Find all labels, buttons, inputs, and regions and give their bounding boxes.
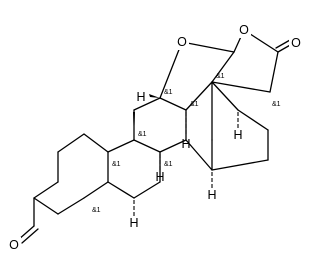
ring-a	[33, 133, 109, 227]
stereo-label-c13: &1	[216, 73, 225, 80]
stereo-label-c8: &1	[190, 101, 199, 108]
stereo-label-c5: &1	[92, 207, 101, 214]
atom-h-c11: H	[136, 90, 145, 104]
atom-h-c13: H	[233, 128, 242, 142]
stereo-label-c11: &1	[164, 89, 173, 96]
atom-o-lactone-carbonyl: O	[291, 36, 301, 50]
stereo-bonds	[133, 94, 239, 216]
atom-h-c9: H	[129, 216, 138, 230]
ring-d	[185, 81, 269, 171]
atom-o-bridge: O	[177, 35, 187, 49]
atom-h-c8: H	[155, 170, 164, 184]
stereo-label-c17: &1	[272, 101, 281, 108]
stereo-label-c10: &1	[112, 161, 121, 168]
atom-o-ketone: O	[9, 238, 19, 252]
stereo-label-c9: &1	[138, 131, 147, 138]
stereo-labels: &1 &1 &1 &1 &1 &1 &1 &1	[92, 73, 281, 214]
ring-b	[107, 139, 161, 199]
atom-h-c5: H	[207, 188, 216, 202]
atom-h-c14: H	[181, 137, 190, 151]
atom-o-lactone: O	[239, 23, 249, 37]
atom-labels: O O O O	[7, 22, 303, 253]
stereo-label-c14: &1	[164, 161, 173, 168]
hydrogen-labels: H H H H H H	[129, 90, 242, 230]
